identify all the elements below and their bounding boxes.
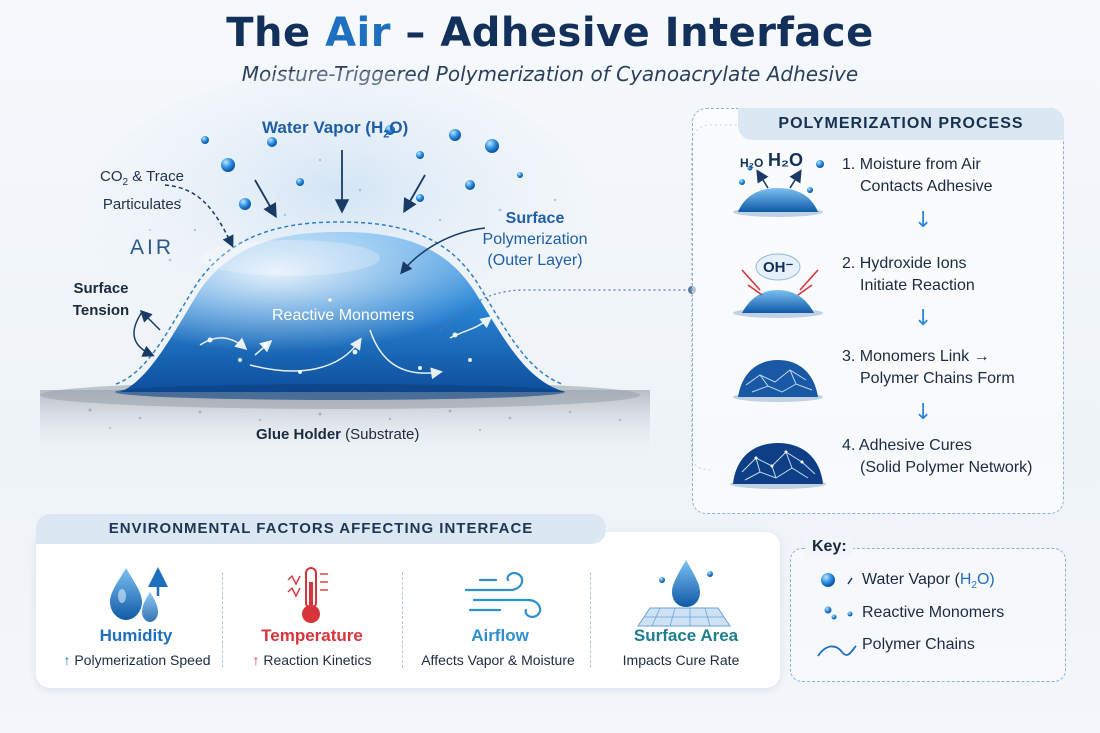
process-header: POLYMERIZATION PROCESS [738, 108, 1064, 140]
key-item-water-vapor: Water Vapor (H2O) [862, 571, 995, 592]
factor-temperature-desc: ↑ Reaction Kinetics [252, 652, 372, 668]
factor-humidity-name: Humidity [99, 626, 173, 645]
key-item-reactive-monomers: Reactive Monomers [862, 604, 1005, 621]
h2o-small-label: H₂O [740, 156, 764, 170]
page-title: The Air – Adhesive Interface [226, 10, 874, 56]
key-title: Key: [806, 538, 853, 556]
substrate-label: Glue Holder (Substrate) [256, 426, 420, 443]
factor-humidity-desc: ↑ Polymerization Speed [63, 652, 211, 668]
key-item-polymer-chains: Polymer Chains [862, 636, 975, 653]
process-arrow-3: ↓ [914, 400, 933, 425]
factor-divider [590, 572, 591, 668]
environmental-factors-header: ENVIRONMENTAL FACTORS AFFECTING INTERFAC… [36, 514, 606, 544]
hydroxide-label: OH⁻ [763, 259, 794, 276]
h2o-big-label: H₂O [768, 150, 803, 170]
factor-divider [222, 572, 223, 668]
process-step-4: 4. Adhesive Cures(Solid Polymer Network) [842, 437, 1033, 476]
air-label: AIR [130, 236, 175, 259]
factor-surface-area-name: Surface Area [633, 626, 739, 645]
process-step-3: 3. Monomers Link →Polymer Chains Form [842, 348, 1015, 387]
factor-airflow-name: Airflow [471, 626, 529, 645]
water-vapor-label: Water Vapor (H2O) [262, 118, 409, 141]
co2-label: CO2 & Trace Particulates [100, 168, 184, 213]
water-vapor-bubbles [201, 125, 523, 210]
factor-airflow-desc: Affects Vapor & Moisture [421, 652, 575, 668]
factor-temperature-name: Temperature [261, 626, 363, 645]
surface-polymerization-label: Surface Polymerization (Outer Layer) [482, 210, 588, 269]
factor-divider [402, 572, 403, 668]
process-arrow-2: ↓ [914, 306, 933, 331]
reactive-monomers-label: Reactive Monomers [272, 307, 415, 324]
process-arrow-1: ↓ [914, 208, 933, 233]
factor-surface-area-desc: Impacts Cure Rate [622, 652, 740, 668]
